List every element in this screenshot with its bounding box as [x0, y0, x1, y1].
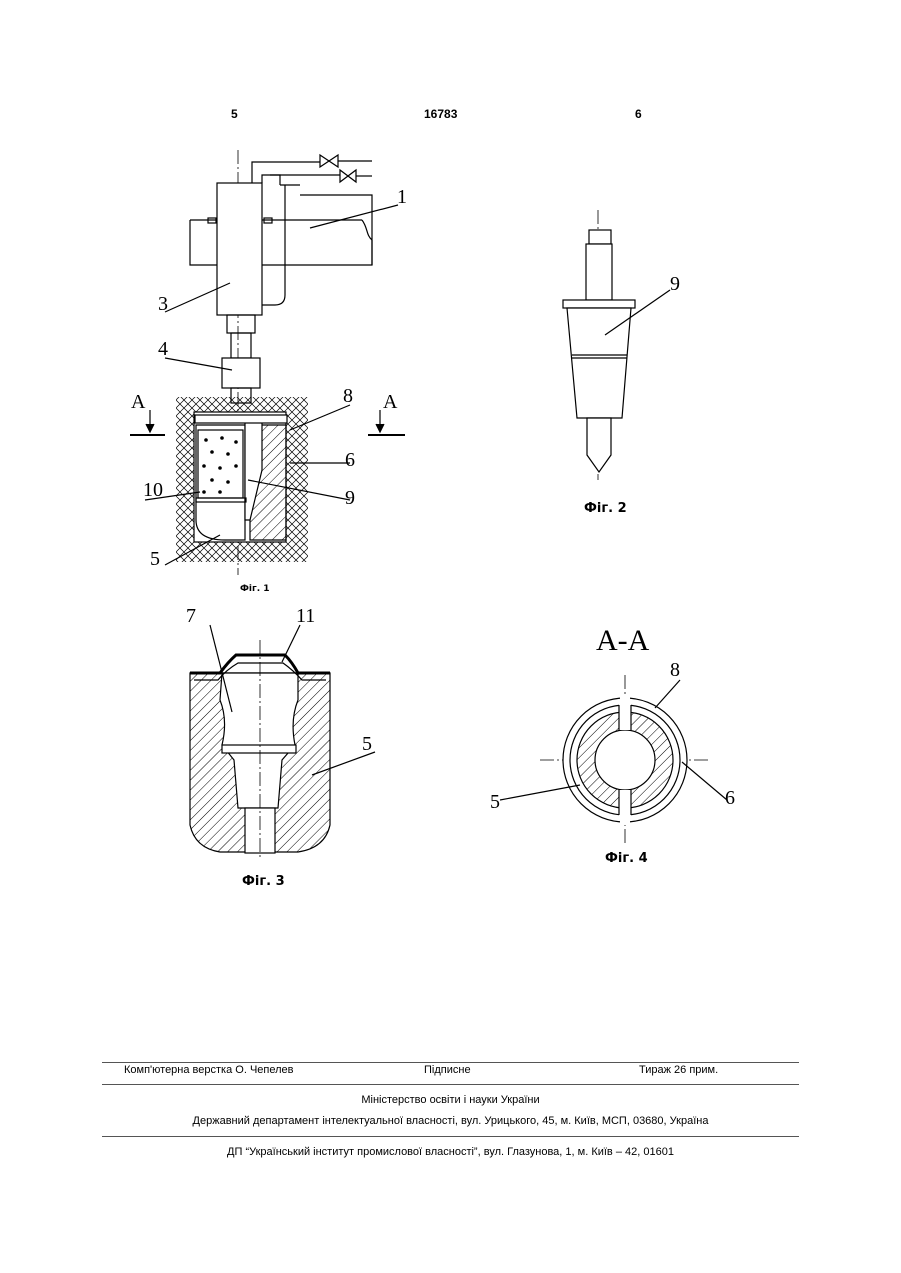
- footer-ministry: Міністерство освіти і науки України: [102, 1094, 799, 1106]
- fig1-label-a-left: A: [131, 391, 146, 413]
- fig1-label-3: 3: [158, 293, 168, 315]
- fig1-label-10: 10: [143, 479, 163, 501]
- fig1-label-a-right: A: [383, 391, 398, 413]
- fig1-label-6: 6: [345, 449, 355, 471]
- fig1-label-4: 4: [158, 338, 168, 360]
- fig4-label-5: 5: [490, 791, 500, 813]
- fig1-caption: Фіг. 1: [240, 583, 270, 594]
- fig3-caption: Фіг. 3: [242, 874, 285, 889]
- fig4-label-8: 8: [670, 659, 680, 681]
- footer-department: Державний департамент інтелектуальної вл…: [102, 1115, 799, 1127]
- footer-rule-middle: [102, 1084, 799, 1085]
- fig3-label-5: 5: [362, 733, 372, 755]
- footer-layout-credit: Комп'ютерна верстка О. Чепелев: [124, 1064, 293, 1076]
- fig1-label-8: 8: [343, 385, 353, 407]
- fig1-label-1: 1: [397, 186, 407, 208]
- fig3-label-11: 11: [296, 605, 315, 627]
- footer-institute: ДП “Український інститут промислової вла…: [102, 1146, 799, 1158]
- figure-3: [190, 625, 375, 860]
- figure-4: [500, 675, 727, 845]
- fig2-caption: Фіг. 2: [584, 501, 627, 516]
- fig4-caption: Фіг. 4: [605, 851, 648, 866]
- fig4-section-title: А-А: [596, 624, 650, 657]
- fig2-label-9: 9: [670, 273, 680, 295]
- footer-circulation: Тираж 26 прим.: [639, 1064, 718, 1076]
- fig3-label-7: 7: [186, 605, 196, 627]
- footer-rule-top: [102, 1062, 799, 1063]
- figure-2: [563, 210, 670, 480]
- footer-signed: Підписне: [424, 1064, 471, 1076]
- fig1-label-5: 5: [150, 548, 160, 570]
- footer-rule-bottom: [102, 1136, 799, 1137]
- fig1-label-9: 9: [345, 487, 355, 509]
- figure-1: [130, 150, 405, 575]
- fig4-label-6: 6: [725, 787, 735, 809]
